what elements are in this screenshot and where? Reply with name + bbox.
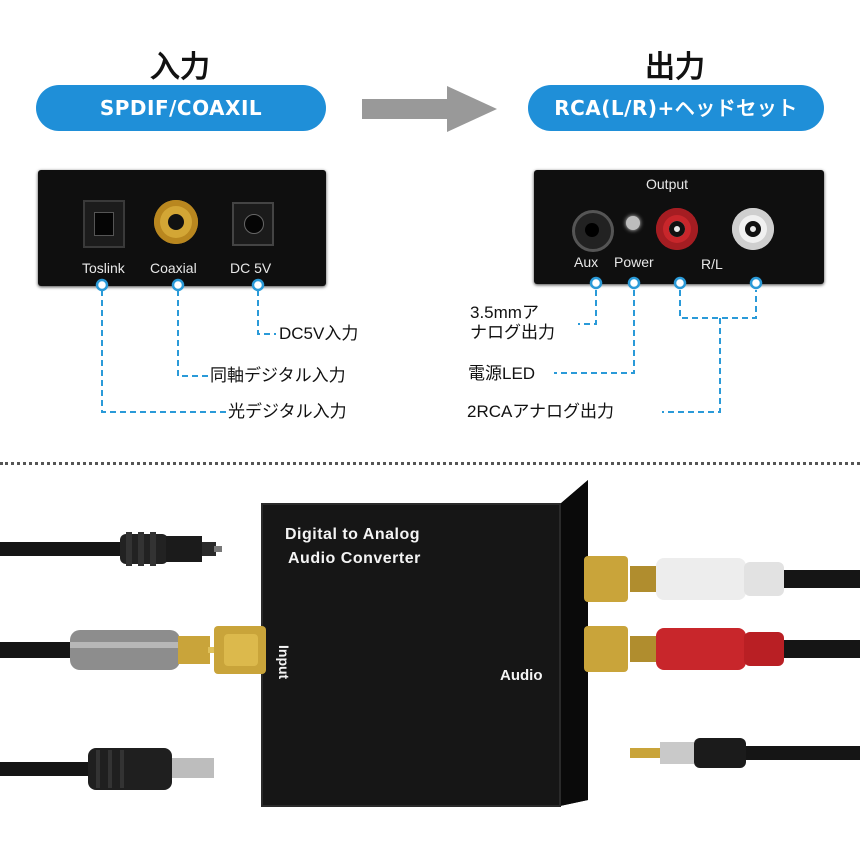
aux-jack-icon bbox=[572, 210, 614, 252]
rca-white-jack-icon bbox=[732, 208, 774, 250]
optical-input-callout: 光デジタル入力 bbox=[228, 402, 347, 421]
toslink-label: Toslink bbox=[82, 260, 125, 276]
aux-output-callout-line1: 3.5mmア bbox=[470, 303, 539, 322]
rca-red-jack-icon bbox=[656, 208, 698, 250]
toslink-port-icon bbox=[83, 200, 125, 248]
white-rca-cable-icon bbox=[630, 558, 860, 600]
aux-output-callout-line2: ナログ出力 bbox=[470, 323, 555, 342]
red-rca-cable-icon bbox=[630, 628, 860, 670]
power-cable-icon bbox=[0, 748, 214, 790]
output-callout-lines bbox=[554, 276, 763, 413]
coaxial-input-callout: 同軸デジタル入力 bbox=[210, 366, 346, 385]
device-input-label: Input bbox=[276, 645, 292, 680]
input-format-badge: SPDIF/COAXIL bbox=[36, 85, 326, 131]
device-title-line1: Digital to Analog bbox=[285, 526, 421, 543]
rca-output-callout: 2RCAアナログ出力 bbox=[467, 402, 615, 421]
output-heading: 出力 bbox=[645, 50, 705, 85]
power-label: Power bbox=[614, 254, 654, 270]
dc5v-input-callout: DC5V入力 bbox=[279, 324, 359, 343]
aux-label: Aux bbox=[574, 254, 599, 270]
output-panel: Output Aux Power R/L bbox=[534, 170, 824, 284]
power-led-callout: 電源LED bbox=[468, 364, 536, 383]
dc5v-label: DC 5V bbox=[230, 260, 272, 276]
coaxial-label: Coaxial bbox=[150, 260, 197, 276]
device-audio-label: Audio bbox=[500, 667, 543, 684]
converter-box-icon bbox=[214, 480, 588, 807]
dc-jack-icon bbox=[232, 202, 274, 246]
section-divider bbox=[0, 462, 860, 465]
arrow-icon bbox=[362, 86, 502, 136]
optical-cable-icon bbox=[0, 532, 222, 566]
input-heading: 入力 bbox=[150, 50, 210, 85]
input-panel: Toslink Coaxial DC 5V bbox=[38, 170, 326, 286]
rca-jacks-icon bbox=[584, 556, 628, 672]
aux-cable-icon bbox=[630, 738, 860, 768]
output-panel-title: Output bbox=[646, 176, 689, 192]
coaxial-jack-icon bbox=[154, 200, 198, 244]
device-title-line2: Audio Converter bbox=[288, 550, 421, 567]
power-led-icon bbox=[626, 216, 640, 230]
output-format-badge: RCA(L/R)+ヘッドセット bbox=[528, 85, 824, 131]
coaxial-cable-icon bbox=[0, 630, 222, 670]
input-callout-lines bbox=[95, 278, 276, 413]
product-photo bbox=[0, 480, 860, 807]
rl-label: R/L bbox=[701, 256, 723, 272]
